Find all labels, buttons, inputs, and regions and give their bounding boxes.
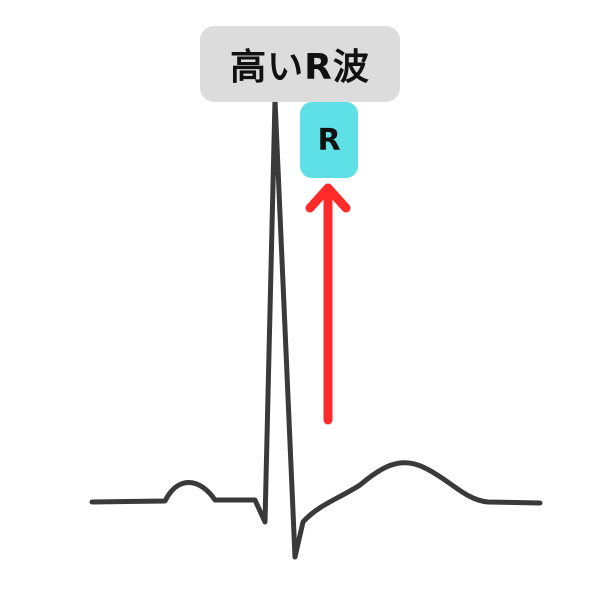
title-label: 高いR波 [200, 26, 400, 102]
ecg-trace [89, 97, 543, 560]
arrow-up-icon [305, 183, 351, 425]
r-marker-text: R [317, 122, 341, 158]
title-text: 高いR波 [230, 47, 370, 88]
r-wave-marker: R [300, 102, 358, 178]
